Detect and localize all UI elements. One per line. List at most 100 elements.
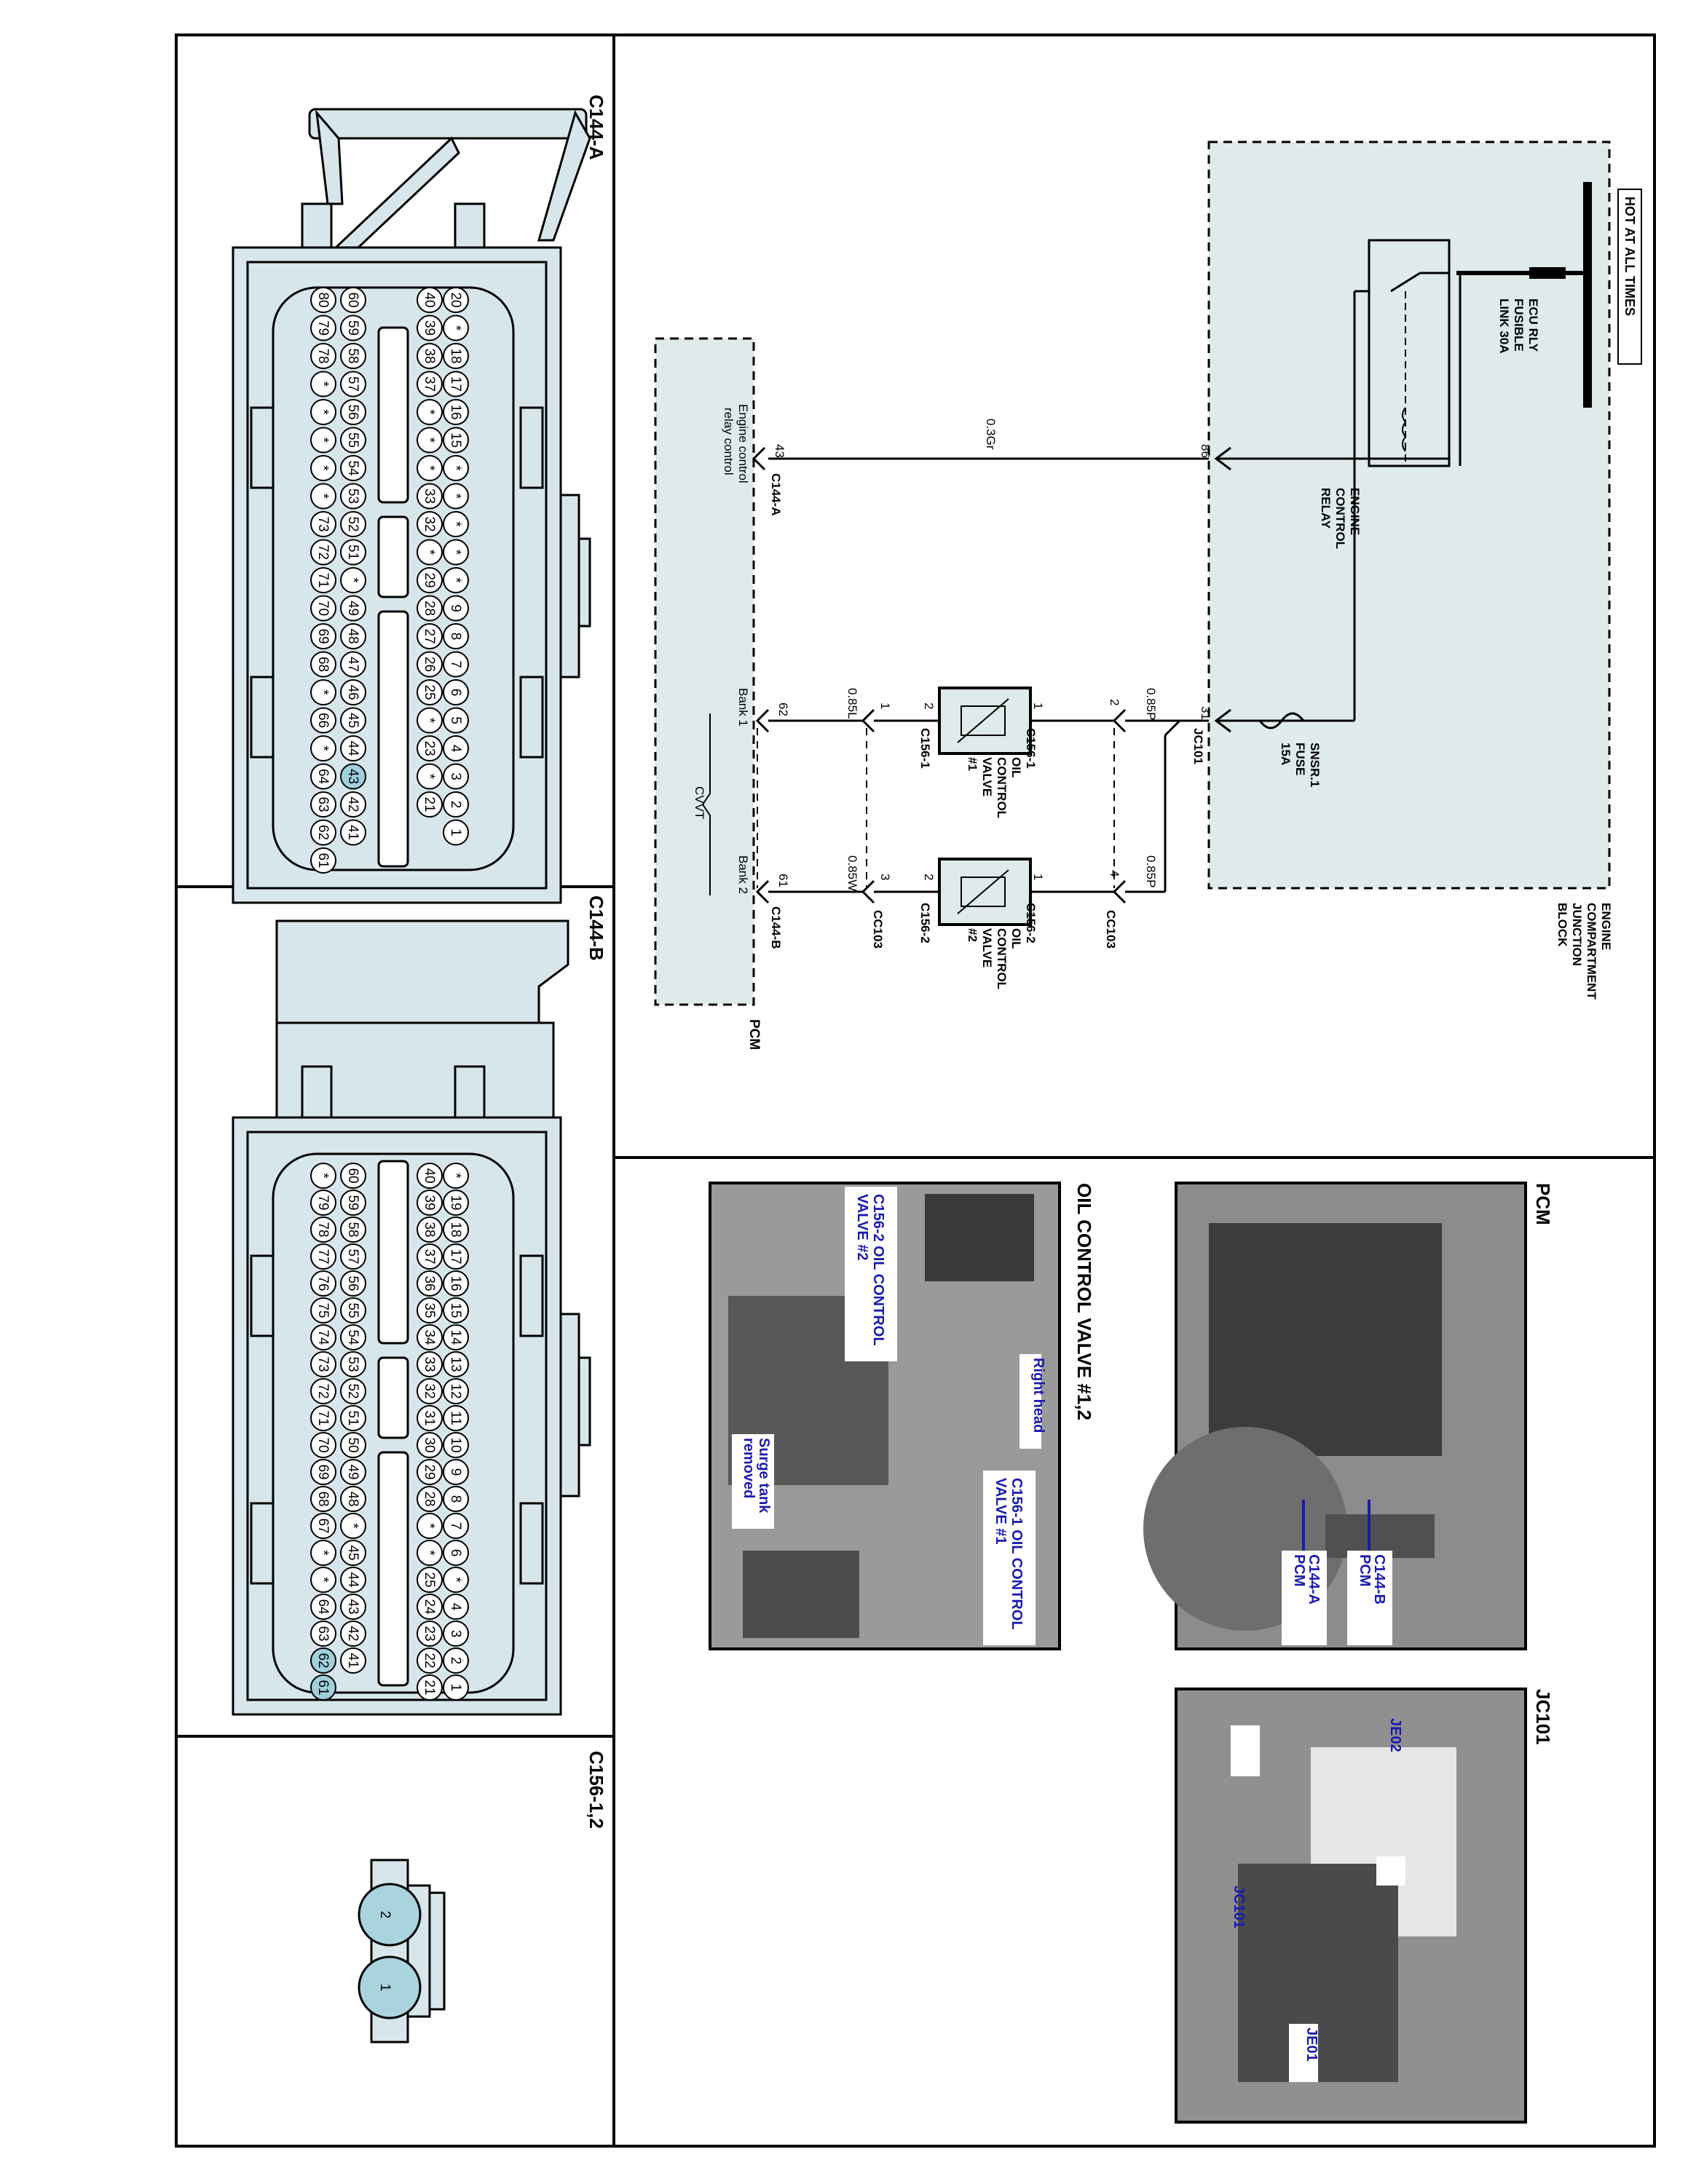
connector-pin-label: 13 [448, 1356, 463, 1372]
connector-pin [443, 1647, 469, 1674]
connector-pin-label: 16 [448, 1275, 463, 1291]
connector-pin-label: 52 [345, 516, 360, 531]
svg-text:CONTROL: CONTROL [1333, 488, 1347, 549]
connector-pin-label: 22 [422, 1653, 437, 1668]
connector-pin [310, 791, 336, 818]
connector-pin-label: 8 [448, 633, 463, 641]
svg-text:0.85P: 0.85P [1144, 855, 1158, 887]
connector-pin [417, 1513, 443, 1539]
connector-pin-label: 70 [315, 601, 331, 616]
connector-pin [310, 1297, 336, 1324]
connector-pin-label: 5 [448, 716, 463, 724]
connector-pin-label: 69 [315, 1464, 331, 1479]
connector-pin-label: * [422, 465, 437, 471]
connector-pin-label: 38 [422, 1222, 437, 1237]
photo-pcm: PCM C144-B PCM C144-A PCM [1143, 1182, 1554, 1650]
connector-pin-label: * [422, 1550, 437, 1556]
connector-pin-label: 18 [448, 348, 463, 363]
connector-pin-label: 28 [422, 1491, 437, 1506]
connector-pin-label: 71 [315, 1410, 331, 1425]
connector-pin-label: 58 [345, 348, 360, 363]
connector-pin-label: 41 [345, 825, 360, 840]
connector-pin-label: 45 [345, 713, 360, 728]
connector-pin-label: 24 [422, 1599, 437, 1615]
connector-pin-label: 17 [448, 376, 463, 392]
connector-pin [443, 1270, 469, 1297]
connector-pin [340, 287, 366, 313]
connector-pin [443, 735, 469, 761]
connector-pin-label: 29 [422, 1464, 437, 1479]
connector-pin-label: 39 [422, 320, 437, 336]
connector-pin [310, 287, 336, 313]
svg-text:BLOCK: BLOCK [1555, 903, 1569, 947]
connector-pin [443, 427, 469, 454]
connector-pin [340, 1270, 366, 1297]
svg-text:#1: #1 [966, 757, 979, 771]
connector-pin [310, 314, 336, 341]
connector-pin-label: 60 [345, 292, 360, 307]
svg-text:62: 62 [776, 703, 790, 716]
connector-pin [310, 1378, 336, 1404]
connector-pin-label: 37 [422, 376, 437, 392]
c144b-pin-grid: *191817161514131211109876*43214039383736… [310, 1163, 469, 1701]
connector-pin-label: * [345, 577, 360, 583]
connector-pin [340, 1405, 366, 1431]
connector-pin [340, 511, 366, 537]
connector-pin-label: 3 [448, 1630, 463, 1638]
connector-pin [340, 371, 366, 397]
connector-pin-label: 23 [422, 740, 437, 756]
connector-pin [340, 1513, 366, 1539]
connector-pin-label: 51 [345, 545, 360, 560]
connector-pin [340, 567, 366, 593]
connector-pin [417, 1324, 443, 1350]
connector-pin [310, 1432, 336, 1458]
connector-pin [443, 371, 469, 397]
connector-pin [443, 1567, 469, 1593]
connector-pin [340, 1459, 366, 1485]
connector-pin [310, 1647, 336, 1674]
c156-title: C156-1,2 [585, 1751, 607, 1829]
connector-pin-label: 78 [315, 1222, 331, 1237]
connector-pin-label: * [448, 577, 463, 583]
connector-pin [310, 1270, 336, 1297]
connector-pin [443, 623, 469, 649]
connector-pin-label: 69 [315, 628, 331, 644]
svg-text:JE02: JE02 [1387, 1718, 1403, 1752]
connector-pin [310, 511, 336, 537]
svg-text:HOT AT ALL TIMES: HOT AT ALL TIMES [1622, 197, 1637, 316]
connector-pin [310, 371, 336, 397]
svg-text:2: 2 [922, 874, 936, 880]
connector-pin [340, 1647, 366, 1674]
connector-pin [310, 735, 336, 761]
svg-text:Engine control: Engine control [736, 404, 750, 483]
connector-pin [417, 1459, 443, 1485]
connector-pin-label: 6 [448, 689, 463, 697]
svg-text:0.85W: 0.85W [845, 855, 859, 891]
connector-pin-label: 55 [345, 1302, 360, 1318]
connector-pin-label: 14 [448, 1329, 463, 1345]
svg-text:CONTROL: CONTROL [995, 928, 1009, 989]
svg-text:OIL CONTROL VALVE #1,2: OIL CONTROL VALVE #1,2 [1073, 1183, 1095, 1420]
svg-text:C156-2: C156-2 [918, 903, 932, 943]
connector-pin-label: 71 [315, 572, 331, 587]
connector-pin [340, 623, 366, 649]
connector-pin-label: 64 [315, 1599, 331, 1615]
connector-pin [340, 1486, 366, 1512]
connector-pin-label: 11 [448, 1411, 463, 1425]
svg-text:PCM: PCM [1357, 1554, 1373, 1586]
connector-pin [443, 1486, 469, 1512]
connector-pin-label: 80 [315, 292, 331, 307]
connector-pin [417, 1486, 443, 1512]
connector-pin [443, 1674, 469, 1701]
connector-pin [340, 763, 366, 790]
svg-text:CC103: CC103 [871, 910, 885, 949]
connector-pin-label: 10 [448, 1437, 463, 1452]
connector-pin-label: 67 [315, 1518, 331, 1533]
connector-pin-label: 54 [345, 460, 360, 476]
connector-pin [443, 343, 469, 369]
connector-pin [443, 1163, 469, 1189]
connector-pin [443, 651, 469, 678]
connector-pin [417, 427, 443, 454]
svg-text:CC103: CC103 [1104, 910, 1118, 949]
connector-pin [443, 1513, 469, 1539]
